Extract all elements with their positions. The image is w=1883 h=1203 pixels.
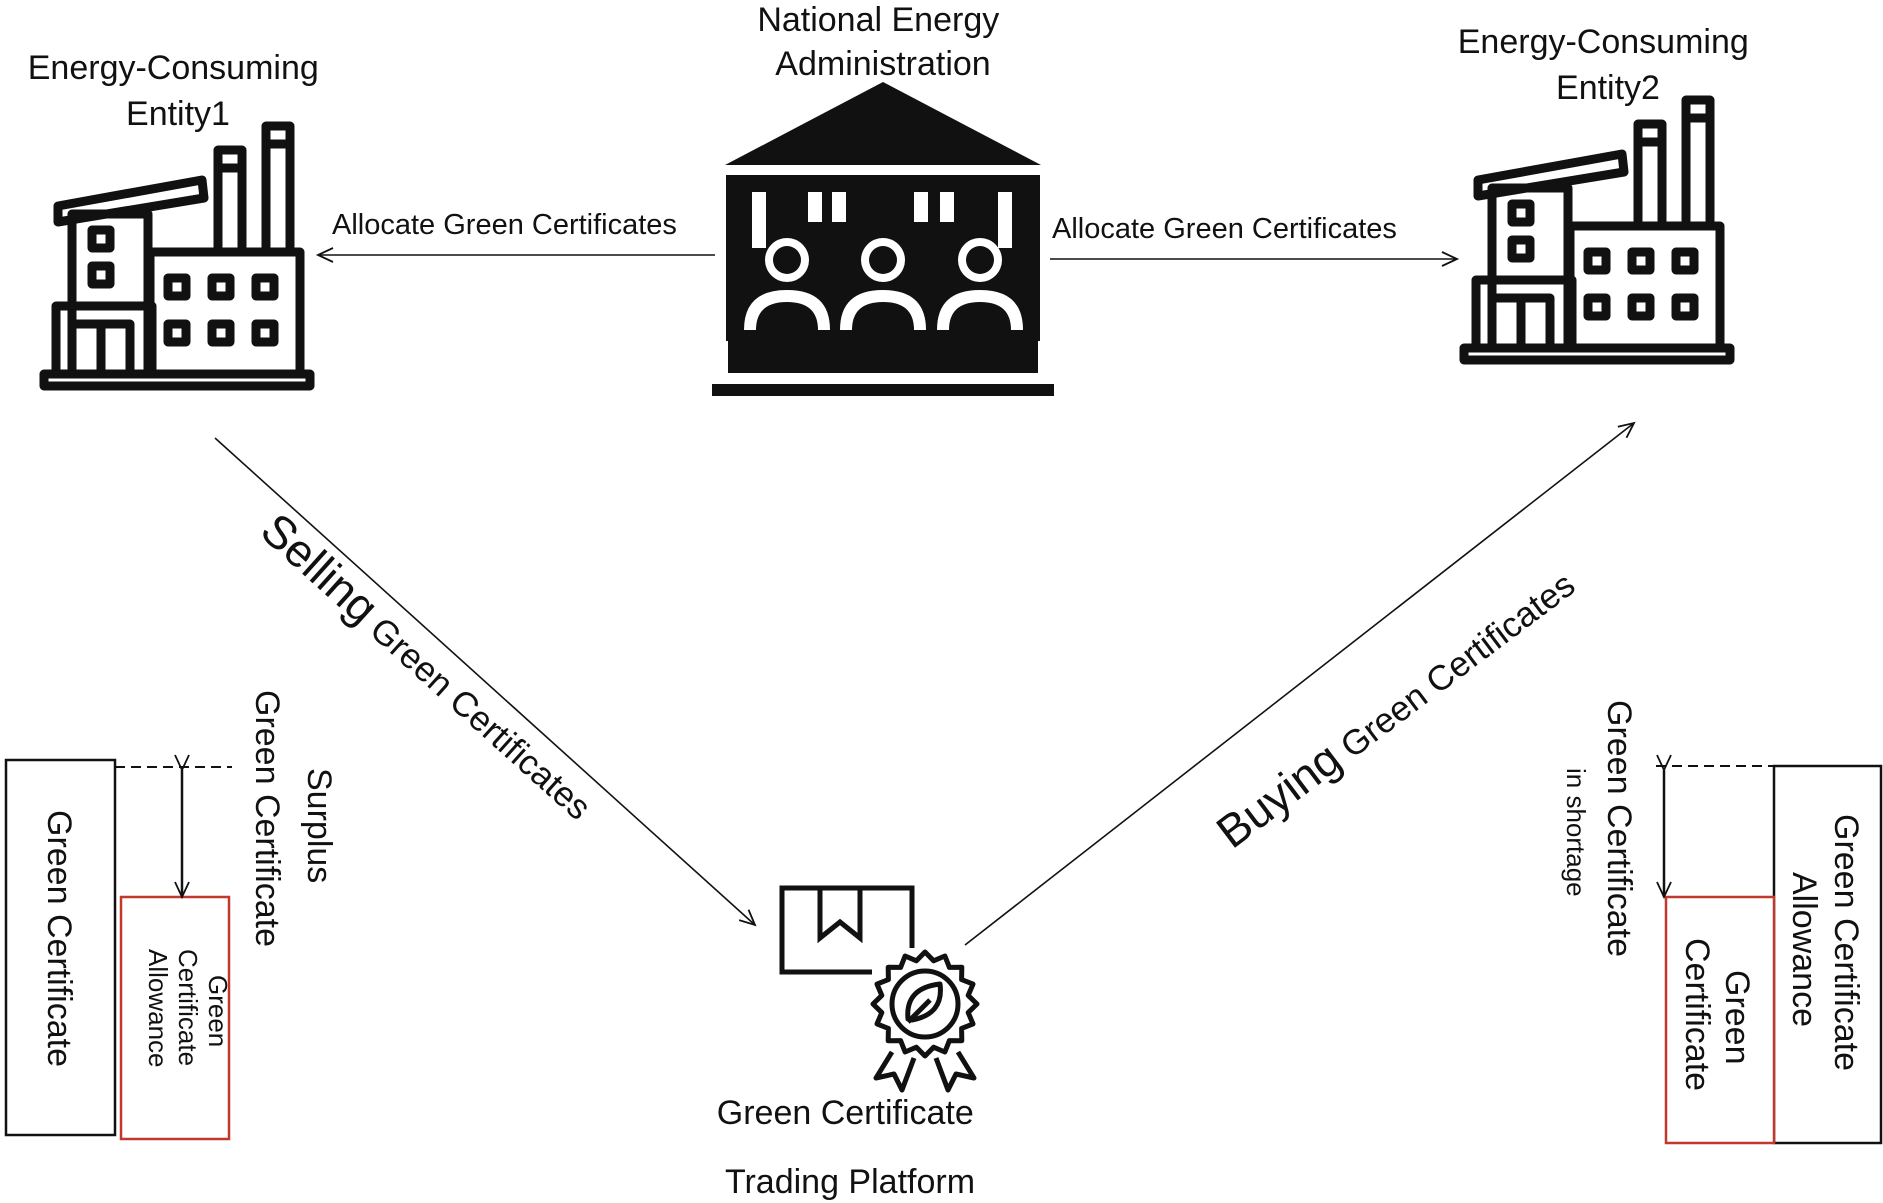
allocate-label-right: Allocate Green Certificates <box>1052 213 1397 245</box>
allowance-label-right: Green Certificate Allowance <box>1785 814 1865 1080</box>
certificate-box-icon <box>779 885 915 975</box>
selling-arrow <box>214 437 757 927</box>
admin-label: National Energy Administration <box>757 1 1008 83</box>
allowance-bar <box>119 895 231 1141</box>
factory-icon <box>39 121 315 391</box>
allowance-bar-right <box>1772 764 1883 1145</box>
allocate-label-left: Allocate Green Certificates <box>332 209 677 241</box>
factory-icon <box>1459 95 1735 365</box>
entity2-label: Energy-Consuming Entity2 <box>1458 23 1758 107</box>
certificate-label-right: Green Certificate <box>1678 938 1756 1091</box>
surplus-label: Surplus Green Certificate <box>248 690 338 947</box>
award-badge-icon <box>870 949 980 1093</box>
platform-label: Green Certificate Trading Platform <box>717 1094 983 1201</box>
surplus-comparison: Green Certificate Green Certificate Allo… <box>4 690 338 1141</box>
green-certificate-bar-label: Green Certificate <box>40 810 78 1067</box>
shortage-comparison: Green Certificate Allowance Green Certif… <box>1561 700 1883 1145</box>
shortage-label: Green Certificate in shortage <box>1561 700 1638 961</box>
green-certificate-bar-right <box>1664 895 1776 1145</box>
buying-arrow <box>964 421 1636 946</box>
entity1-label: Energy-Consuming Entity1 <box>28 49 328 133</box>
buying-label: Buying Green Certificates <box>1207 556 1584 858</box>
green-certificate-bar <box>4 758 117 1137</box>
allowance-label: Green Certificate Allowance <box>143 949 233 1073</box>
government-building-icon <box>712 82 1054 396</box>
